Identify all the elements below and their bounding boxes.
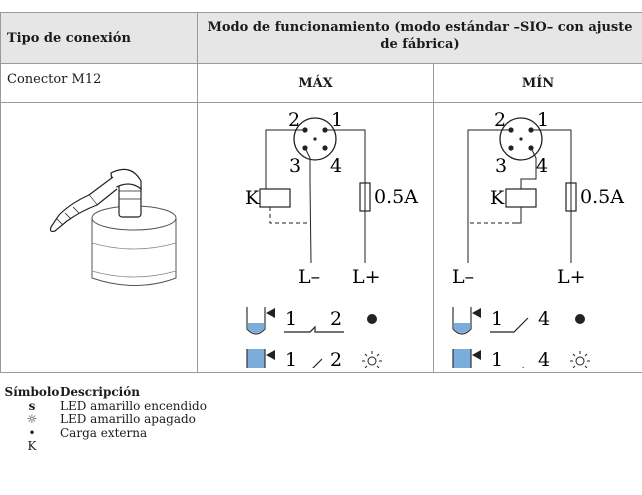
led-on-icon	[575, 314, 585, 324]
header-connection-type: Tipo de conexión	[0, 12, 198, 64]
m12-plug-icon	[293, 117, 337, 161]
switch-b2-label: 4	[538, 349, 550, 368]
pin-2-label: 2	[494, 109, 506, 131]
legend-row: • Carga externa	[4, 425, 207, 441]
pin-4-label: 4	[536, 155, 548, 177]
legend-symbol: s	[28, 398, 36, 413]
row-label-m12: Conector M12	[0, 63, 198, 103]
relay-icon	[259, 188, 291, 208]
switch-b-label: 4	[538, 308, 550, 330]
pin-1-label: 1	[331, 109, 343, 131]
relay-k-label: K	[245, 187, 260, 209]
l-plus-label: L+	[352, 266, 381, 288]
legend-desc: LED amarillo apagado	[60, 412, 196, 426]
col-max-label: MÁX	[197, 63, 434, 103]
min-wiring-cell: 2 1 3 4 K 0.5A L– L+	[432, 102, 642, 379]
legend-symbol: K	[27, 439, 37, 453]
pin-2-label: 2	[288, 109, 300, 131]
l-minus-label: L–	[298, 266, 320, 288]
fuse-label: 0.5A	[580, 186, 624, 208]
col-min-label: MÍN	[432, 63, 642, 103]
switch-b-label: 2	[330, 308, 342, 330]
l-plus-label: L+	[557, 266, 586, 288]
switch-a-label: 1	[491, 308, 503, 330]
legend-symbol: •	[28, 425, 36, 440]
legend-row: s LED amarillo encendido	[4, 398, 207, 414]
led-on-icon	[367, 314, 377, 324]
legend-symbol: ☼	[26, 412, 38, 426]
switch-a2-label: 1	[285, 349, 297, 368]
fuse-label: 0.5A	[374, 186, 418, 208]
header-operating-mode: Modo de funcionamiento (modo estándar –S…	[196, 12, 642, 64]
switch-a2-label: 1	[491, 349, 503, 368]
led-off-icon	[362, 351, 382, 371]
pin-3-label: 3	[289, 155, 301, 177]
pin-3-label: 3	[495, 155, 507, 177]
legend-row: K	[4, 439, 207, 454]
max-wiring-diagram: 2 1 3 4 K 0.5A	[245, 109, 418, 379]
legend-desc-header: Descripción	[60, 385, 140, 399]
min-wiring-diagram: 2 1 3 4 K 0.5A L– L+	[452, 109, 624, 379]
symbol-legend: Símbolo Descripción s LED amarillo encen…	[4, 385, 207, 454]
max-wiring-cell: 2 1 3 4 K 0.5A	[197, 102, 434, 379]
led-off-icon	[570, 351, 590, 371]
relay-k-label: K	[490, 187, 505, 209]
connection-table: Tipo de conexión Modo de funcionamiento …	[0, 12, 642, 379]
legend-desc: LED amarillo encendido	[60, 398, 207, 413]
relay-icon	[505, 188, 537, 208]
m12-connector-illustration	[49, 168, 177, 286]
pin-4-label: 4	[330, 155, 342, 177]
legend-header: Símbolo Descripción	[4, 385, 207, 400]
m12-plug-icon	[499, 117, 543, 161]
legend-symbol-header: Símbolo	[4, 385, 60, 399]
switch-a-label: 1	[285, 308, 297, 330]
switch-b2-label: 2	[330, 349, 342, 368]
l-minus-label: L–	[452, 266, 474, 288]
pin-1-label: 1	[537, 109, 549, 131]
connector-illustration-cell	[0, 102, 198, 373]
legend-desc: Carga externa	[60, 425, 148, 440]
legend-row: ☼ LED amarillo apagado	[4, 412, 207, 427]
